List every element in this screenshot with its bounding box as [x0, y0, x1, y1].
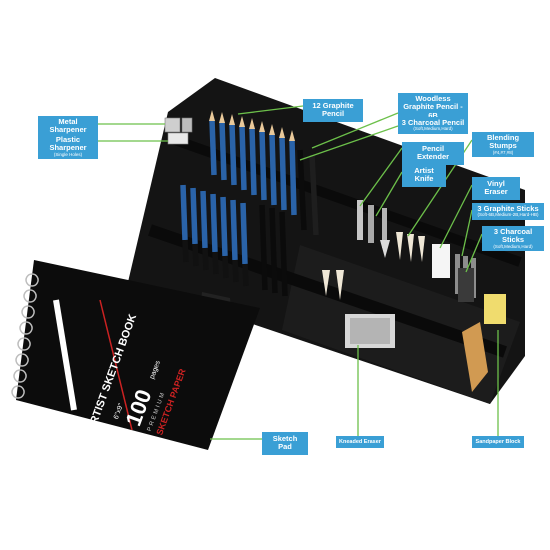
label-charcoal-pencil-sub: (Soft,Medium,Hard) — [413, 126, 453, 132]
label-artist-knife: Artist Knife — [402, 164, 446, 187]
vinyl-eraser — [432, 244, 450, 278]
label-blending-stumps-sub: (#4,#7,#8) — [492, 149, 514, 155]
sandpaper-block — [462, 294, 506, 392]
kneaded-eraser — [345, 314, 395, 348]
label-kneaded-eraser-main: Kneaded Eraser — [339, 439, 381, 445]
metal-sharpener — [164, 117, 193, 133]
label-charcoal-sticks-sub: (Soft,Medium,Hard) — [493, 243, 533, 249]
label-plastic-sharpener-sub: (Single Holes) — [53, 151, 83, 157]
charcoal-sticks — [458, 268, 474, 302]
label-plastic-sharpener-main: Plastic Sharpener — [49, 135, 87, 153]
label-charcoal-pencil: 3 Charcoal Pencil (Soft,Medium,Hard) — [398, 117, 468, 135]
pencil-extender — [357, 200, 374, 243]
label-blending-stumps-main: Blending Stumps — [486, 133, 520, 151]
label-charcoal-sticks: 3 Charcoal Sticks (Soft,Medium,Hard) — [482, 226, 544, 252]
label-pencil-extender-main: Pencil Extender — [416, 144, 450, 162]
label-vinyl-eraser-main: Vinyl Eraser — [484, 179, 508, 197]
charcoal-pencils — [259, 149, 319, 297]
label-graphite-pencil: 12 Graphite Pencil — [303, 99, 363, 122]
label-sketch-pad-main: Sketch Pad — [272, 434, 298, 452]
lower-stumps — [322, 270, 344, 300]
label-charcoal-sticks-main: 3 Charcoal Sticks — [493, 227, 533, 245]
leader-lines — [97, 105, 499, 440]
label-graphite-pencil-main: 12 Graphite Pencil — [312, 101, 354, 119]
label-plastic-sharpener: Plastic Sharpener (Single Holes) — [38, 134, 98, 160]
label-charcoal-pencil-main: 3 Charcoal Pencil — [401, 118, 465, 127]
label-graphite-sticks-sub: (Soft-6B,Medium-2B,Hard-HB) — [477, 212, 539, 218]
label-kneaded-eraser: Kneaded Eraser — [336, 436, 384, 449]
sketchbook-pages-label: pages — [148, 359, 162, 381]
blending-stumps — [396, 232, 425, 262]
label-sandpaper-block-main: Sandpaper Block — [475, 439, 521, 445]
label-graphite-sticks-main: 3 Graphite Sticks — [477, 204, 539, 213]
label-woodless-graphite: Woodless Graphite Pencil - 6B — [398, 93, 468, 122]
label-metal-sharpener-main: Metal Sharpener — [49, 117, 87, 135]
sketch-book — [11, 260, 260, 450]
label-vinyl-eraser: Vinyl Eraser — [472, 177, 520, 200]
label-artist-knife-main: Artist Knife — [414, 166, 434, 184]
plastic-sharpener — [167, 132, 189, 145]
graphite-pencils-upper — [209, 110, 297, 216]
label-sandpaper-block: Sandpaper Block — [472, 436, 524, 449]
graphite-pencils-lower — [180, 184, 249, 287]
label-woodless-graphite-main: Woodless Graphite Pencil - 6B — [403, 94, 463, 120]
artist-knife — [380, 208, 390, 258]
label-pencil-extender: Pencil Extender — [402, 142, 464, 165]
label-blending-stumps: Blending Stumps (#4,#7,#8) — [472, 132, 534, 158]
label-graphite-sticks: 3 Graphite Sticks (Soft-6B,Medium-2B,Har… — [472, 203, 544, 221]
label-sketch-pad: Sketch Pad — [262, 432, 308, 455]
